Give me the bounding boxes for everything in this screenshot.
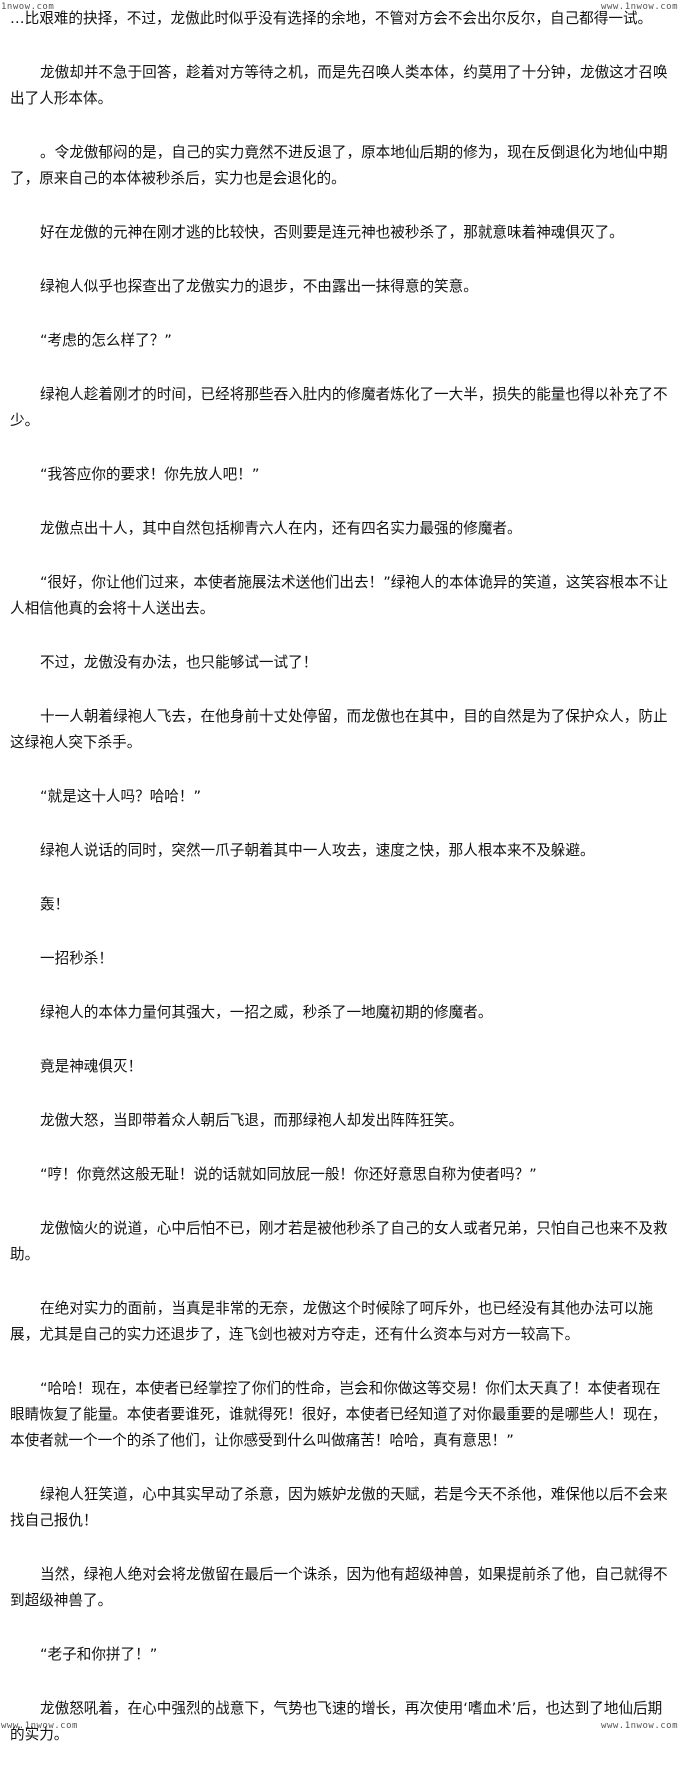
paragraph: 龙傲恼火的说道，心中后怕不已，刚才若是被他秒杀了自己的女人或者兄弟，只怕自己也来… [10, 1220, 668, 1263]
paragraph: “就是这十人吗？哈哈！” [40, 788, 202, 805]
paragraph: “我答应你的要求！你先放人吧！” [40, 466, 260, 483]
paragraph: 绿袍人似乎也探查出了龙傲实力的退步，不由露出一抹得意的笑意。 [40, 278, 478, 295]
paragraph: 龙傲点出十人，其中自然包括柳青六人在内，还有四名实力最强的修魔者。 [40, 520, 522, 537]
paragraph: 绿袍人狂笑道，心中其实早动了杀意，因为嫉妒龙傲的天赋，若是今天不杀他，难保他以后… [10, 1486, 668, 1529]
paragraph: 绿袍人的本体力量何其强大，一招之威，秒杀了一地魔初期的修魔者。 [40, 1004, 493, 1021]
paragraph: 好在龙傲的元神在刚才逃的比较快，否则要是连元神也被秒杀了，那就意味着神魂俱灭了。 [40, 224, 624, 241]
watermark-bottom-left: www.1nwow.com [1, 1721, 78, 1731]
novel-text: …比艰难的抉择，不过，龙傲此时似乎没有选择的余地，不管对方会不会出尔反尔，自己都… [10, 6, 670, 1772]
paragraph: 绿袍人趁着刚才的时间，已经将那些吞入肚内的修魔者炼化了一大半，损失的能量也得以补… [10, 386, 668, 429]
watermark-top-right: www.1nwow.com [601, 2, 678, 12]
paragraph: 当然，绿袍人绝对会将龙傲留在最后一个诛杀，因为他有超级神兽，如果提前杀了他，自己… [10, 1566, 668, 1609]
paragraph: 一招秒杀！ [40, 950, 113, 967]
paragraph: 在绝对实力的面前，当真是非常的无奈，龙傲这个时候除了呵斥外，也已经没有其他办法可… [10, 1300, 653, 1343]
paragraph: 。令龙傲郁闷的是，自己的实力竟然不进反退了，原本地仙后期的修为，现在反倒退化为地… [10, 144, 668, 187]
paragraph: 十一人朝着绿袍人飞去，在他身前十丈处停留，而龙傲也在其中，目的自然是为了保护众人… [10, 708, 668, 751]
paragraph: “哼！你竟然这般无耻！说的话就如同放屁一般！你还好意思自称为使者吗？” [40, 1166, 537, 1183]
paragraph: 龙傲怒吼着，在心中强烈的战意下，气势也飞速的增长，再次使用‘嗜血术’后，也达到了… [10, 1700, 663, 1743]
paragraph: 龙傲却并不急于回答，趁着对方等待之机，而是先召唤人类本体，约莫用了十分钟，龙傲这… [10, 64, 668, 107]
paragraph: 竟是神魂俱灭！ [40, 1058, 143, 1075]
paragraph: “很好，你让他们过来，本使者施展法术送他们出去！”绿袍人的本体诡异的笑道，这笑容… [10, 574, 669, 617]
paragraph: “哈哈！现在，本使者已经掌控了你们的性命，岂会和你做这等交易！你们太天真了！本使… [10, 1380, 667, 1449]
paragraph: 绿袍人说话的同时，突然一爪子朝着其中一人攻去，速度之快，那人根本来不及躲避。 [40, 842, 595, 859]
watermark-bottom-right: www.1nwow.com [601, 1721, 678, 1731]
watermark-top-left: 1nwow.com [1, 2, 55, 12]
paragraph: 龙傲大怒，当即带着众人朝后飞退，而那绿袍人却发出阵阵狂笑。 [40, 1112, 464, 1129]
paragraph: 不过，龙傲没有办法，也只能够试一试了！ [40, 654, 318, 671]
paragraph: …比艰难的抉择，不过，龙傲此时似乎没有选择的余地，不管对方会不会出尔反尔，自己都… [10, 10, 653, 27]
paragraph: 轰！ [40, 896, 70, 913]
paragraph: “老子和你拼了！” [40, 1646, 158, 1663]
paragraph: “考虑的怎么样了？” [40, 332, 172, 349]
